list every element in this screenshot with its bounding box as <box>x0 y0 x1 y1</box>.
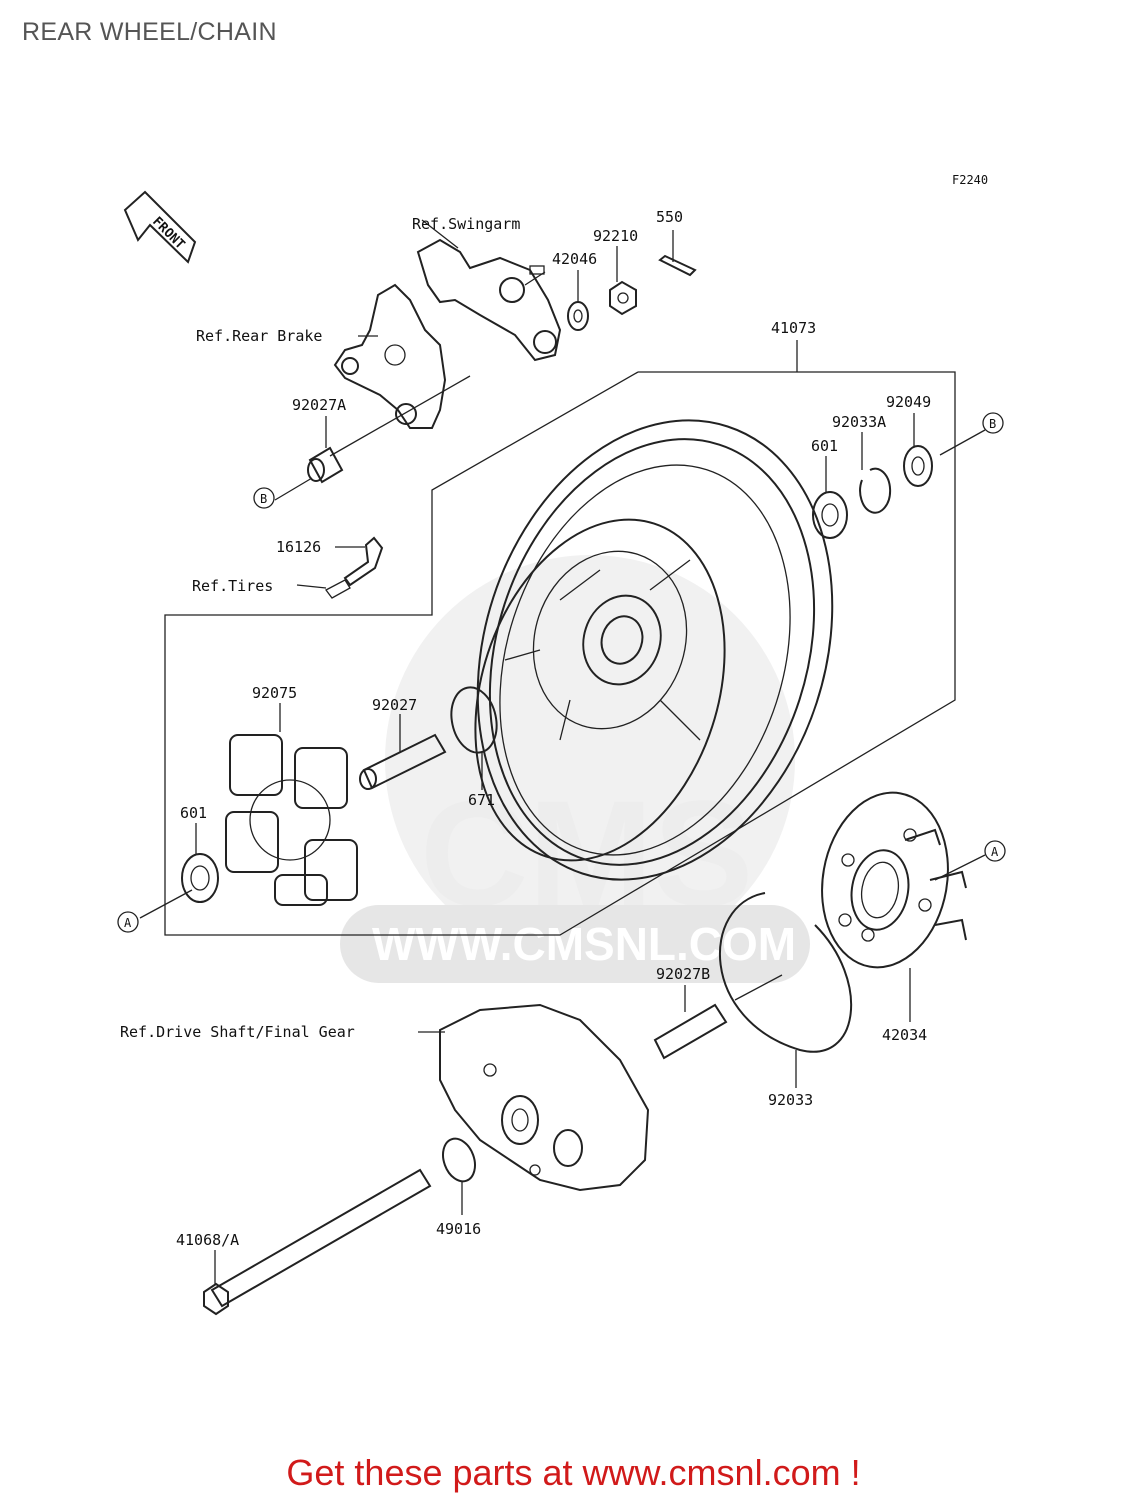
hub-flange-part <box>821 791 967 969</box>
callout-a-label: A <box>124 916 132 930</box>
part-92033A-label[interactable]: 92033A <box>832 413 886 431</box>
washer-49016-part <box>442 1137 476 1183</box>
rear-brake-bracket-part <box>333 283 447 429</box>
front-arrow-icon: FRONT <box>123 190 197 264</box>
callout-a-right: A <box>984 840 1006 862</box>
small-parts <box>181 254 933 903</box>
part-42046-label[interactable]: 42046 <box>552 250 597 268</box>
ref-tires-label: Ref.Tires <box>192 577 273 595</box>
part-92027A-label[interactable]: 92027A <box>292 396 346 414</box>
collar-92027B-part <box>653 1003 728 1060</box>
circlip-92033-part <box>719 892 853 1053</box>
part-601-hub-label[interactable]: 601 <box>811 437 838 455</box>
callout-b-label: B <box>989 417 996 431</box>
assembly-frame <box>164 371 956 936</box>
part-92210-label[interactable]: 92210 <box>593 227 638 245</box>
part-92049-label[interactable]: 92049 <box>886 393 931 411</box>
part-16126-label[interactable]: 16126 <box>276 538 321 556</box>
part-92033-label[interactable]: 92033 <box>768 1091 813 1109</box>
part-42034-label[interactable]: 42034 <box>882 1026 927 1044</box>
callout-b-left: B <box>253 487 275 509</box>
part-92027-label[interactable]: 92027 <box>372 696 417 714</box>
callout-b-top: B <box>982 412 1004 434</box>
swingarm-bracket-part <box>416 238 562 362</box>
part-550-label[interactable]: 550 <box>656 208 683 226</box>
footer-cta-link[interactable]: Get these parts at www.cmsnl.com ! <box>286 1452 861 1493</box>
page-title: REAR WHEEL/CHAIN <box>22 18 277 46</box>
part-92075-label[interactable]: 92075 <box>252 684 297 702</box>
callout-a-left: A <box>117 911 139 933</box>
ref-drive-shaft-label: Ref.Drive Shaft/Final Gear <box>120 1023 355 1041</box>
callout-b-label: B <box>260 492 267 506</box>
part-92027B-label[interactable]: 92027B <box>656 965 710 983</box>
part-601-damper-label[interactable]: 601 <box>180 804 207 822</box>
ref-swingarm-label: Ref.Swingarm <box>412 215 520 233</box>
leader-lines <box>139 219 986 1284</box>
ref-rear-brake-label: Ref.Rear Brake <box>196 327 322 345</box>
figure-code: F2240 <box>952 173 988 187</box>
callout-a-label: A <box>991 845 999 859</box>
final-gear-case-part <box>439 1003 650 1192</box>
part-49016-label[interactable]: 49016 <box>436 1220 481 1238</box>
part-41068A-label[interactable]: 41068/A <box>176 1231 239 1249</box>
cush-drive-damper-part <box>225 734 358 906</box>
watermark-url: WWW.CMSNL.COM <box>372 918 796 970</box>
rear-wheel-part <box>474 419 834 881</box>
part-671-label[interactable]: 671 <box>468 791 495 809</box>
part-41073-label[interactable]: 41073 <box>771 319 816 337</box>
axle-41068A-part <box>203 1168 432 1316</box>
